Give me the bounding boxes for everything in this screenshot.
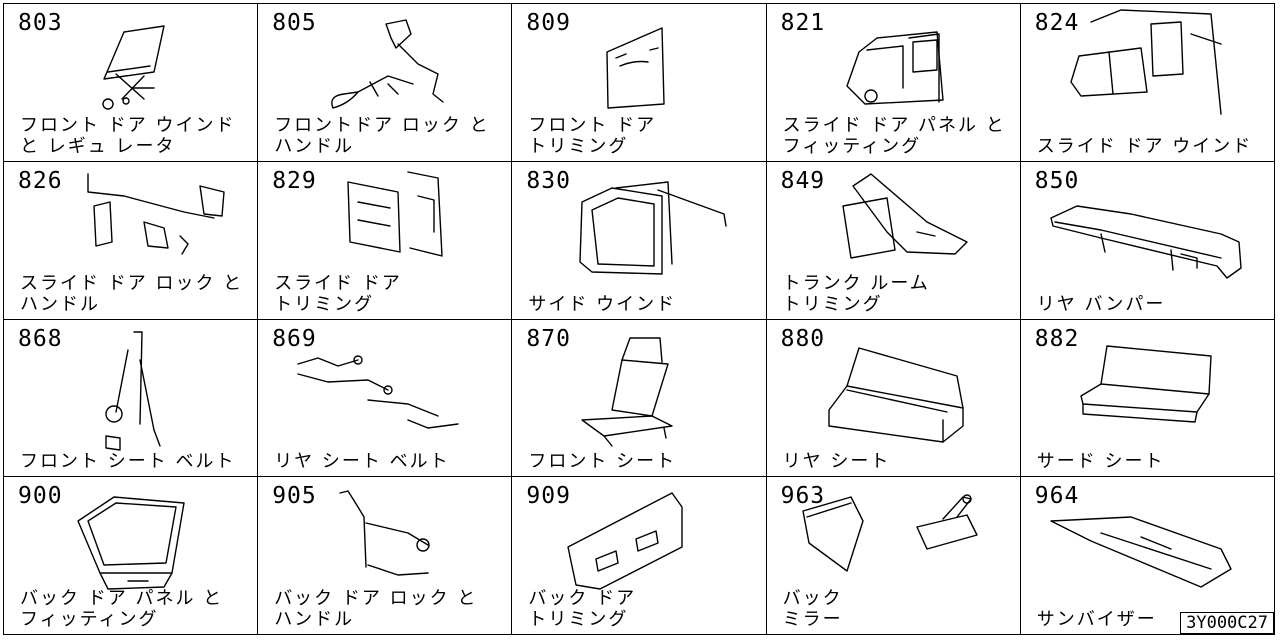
part-label-line1: バック ドア パネル と bbox=[20, 588, 224, 609]
part-number: 963 bbox=[780, 483, 826, 510]
part-label: スライド ドア パネル とフィッティング bbox=[783, 115, 1006, 157]
part-label-line1: スライド ドア ロック と bbox=[20, 272, 244, 294]
part-cell-900[interactable]: 900 バック ドア パネル とフィッティング bbox=[4, 477, 259, 635]
part-label-line2: リヤ バンパー bbox=[1036, 293, 1166, 315]
part-label-line1: バック ドア bbox=[528, 588, 637, 609]
part-cell-905[interactable]: 905 バック ドア ロック とハンドル bbox=[258, 477, 513, 635]
part-label: スライド ドアトリミング bbox=[274, 273, 402, 315]
part-label: バックミラー bbox=[783, 588, 843, 630]
part-number: 964 bbox=[1034, 483, 1080, 510]
part-number: 882 bbox=[1034, 325, 1080, 352]
part-number: 868 bbox=[18, 325, 63, 352]
part-label: バック ドア ロック とハンドル bbox=[274, 588, 477, 630]
part-label-line2: フロント シート bbox=[528, 451, 677, 473]
part-label: バック ドアトリミング bbox=[528, 588, 636, 630]
part-label-line2: トリミング bbox=[528, 135, 629, 157]
part-cell-869[interactable]: 869 リヤ シート ベルト bbox=[258, 319, 513, 478]
part-label: リヤ シート ベルト bbox=[274, 451, 449, 472]
part-label-line2: ハンドル bbox=[274, 609, 355, 630]
part-label: スライド ドア ロック とハンドル bbox=[20, 273, 243, 315]
part-cell-870[interactable]: 870 フロント シート bbox=[512, 319, 767, 478]
part-number: 870 bbox=[526, 325, 571, 352]
part-cell-830[interactable]: 830 サイド ウインド bbox=[512, 161, 767, 320]
part-label-line1: スライド ドア bbox=[274, 272, 402, 294]
part-label-line2: トリミング bbox=[274, 293, 375, 315]
part-label: トランク ルームトリミング bbox=[783, 273, 930, 315]
part-cell-963[interactable]: 963 バックミラー bbox=[766, 477, 1021, 635]
part-cell-829[interactable]: 829 スライド ドアトリミング bbox=[258, 161, 513, 320]
part-number: 824 bbox=[1034, 10, 1080, 36]
part-cell-809[interactable]: 809 フロント ドアトリミング bbox=[512, 4, 767, 162]
part-label-line1: スライド ドア パネル と bbox=[782, 114, 1006, 136]
part-number: 805 bbox=[272, 10, 317, 36]
part-label-line2: サイド ウインド bbox=[528, 293, 677, 315]
part-number: 803 bbox=[18, 10, 63, 36]
part-label: フロント シート ベルト bbox=[20, 451, 235, 472]
part-number: 830 bbox=[526, 167, 571, 194]
part-number: 850 bbox=[1034, 167, 1080, 194]
part-label-line2: トリミング bbox=[782, 293, 883, 315]
part-number: 809 bbox=[526, 10, 571, 36]
part-cell-882[interactable]: 882 サード シート bbox=[1020, 319, 1275, 478]
part-label-line2: ハンドル bbox=[274, 135, 355, 157]
part-label: フロントドア ロック とハンドル bbox=[274, 115, 489, 157]
part-cell-868[interactable]: 868 フロント シート ベルト bbox=[4, 319, 259, 478]
diagram-code: 3Y000C27 bbox=[1180, 612, 1274, 634]
part-label: フロント ドア ウインドと レギュ レータ bbox=[20, 115, 235, 157]
part-cell-803[interactable]: 803 フロント ドア ウインドと レギュ レータ bbox=[4, 4, 259, 162]
part-number: 909 bbox=[526, 483, 571, 510]
part-number: 826 bbox=[18, 167, 63, 194]
part-cell-826[interactable]: 826 スライド ドア ロック とハンドル bbox=[4, 161, 259, 320]
part-number: 821 bbox=[780, 10, 826, 36]
part-label: スライド ドア ウインド bbox=[1037, 136, 1252, 157]
part-label-line1: フロント ドア ウインド bbox=[20, 114, 236, 136]
part-cell-805[interactable]: 805 フロントドア ロック とハンドル bbox=[258, 4, 513, 162]
part-label-line2: フロント シート ベルト bbox=[20, 451, 236, 473]
part-number: 849 bbox=[780, 167, 826, 194]
part-label-line2: サンバイザー bbox=[1036, 609, 1157, 630]
part-label-line2: フィッティング bbox=[20, 609, 159, 630]
part-number: 880 bbox=[780, 325, 826, 352]
part-cell-850[interactable]: 850 リヤ バンパー bbox=[1020, 161, 1275, 320]
part-label-line1: トランク ルーム bbox=[782, 272, 930, 294]
part-cell-880[interactable]: 880 リヤ シート bbox=[766, 319, 1021, 478]
part-label-line1: フロントドア ロック と bbox=[274, 114, 490, 136]
part-label-line1: バック bbox=[782, 588, 843, 609]
part-label-line1: バック ドア ロック と bbox=[274, 588, 478, 609]
part-number: 900 bbox=[18, 483, 63, 510]
part-label: サンバイザー bbox=[1037, 609, 1157, 630]
part-label: リヤ バンパー bbox=[1037, 294, 1166, 315]
part-cell-821[interactable]: 821 スライド ドア パネル とフィッティング bbox=[766, 4, 1021, 162]
part-label-line2: トリミング bbox=[528, 609, 629, 630]
part-label: サード シート bbox=[1037, 451, 1165, 472]
part-number: 869 bbox=[272, 325, 317, 352]
part-cell-849[interactable]: 849 トランク ルームトリミング bbox=[766, 161, 1021, 320]
part-label: バック ドア パネル とフィッティング bbox=[20, 588, 223, 630]
part-label: リヤ シート bbox=[783, 451, 891, 472]
part-label: フロント ドアトリミング bbox=[528, 115, 656, 157]
part-label: フロント シート bbox=[528, 451, 676, 472]
part-label-line2: サード シート bbox=[1036, 451, 1165, 473]
part-label-line2: ミラー bbox=[782, 609, 843, 630]
part-label: サイド ウインド bbox=[528, 294, 676, 315]
part-label-line2: スライド ドア ウインド bbox=[1036, 135, 1253, 157]
part-label-line1: フロント ドア bbox=[528, 114, 657, 136]
part-cell-824[interactable]: 824 スライド ドア ウインド bbox=[1020, 4, 1275, 162]
part-label-line2: ハンドル bbox=[20, 293, 100, 315]
part-label-line2: と レギュ レータ bbox=[20, 135, 176, 157]
part-cell-909[interactable]: 909 バック ドアトリミング bbox=[512, 477, 767, 635]
part-number: 829 bbox=[272, 167, 317, 194]
part-label-line2: リヤ シート bbox=[782, 451, 891, 473]
part-number: 905 bbox=[272, 483, 317, 510]
part-label-line2: フィッティング bbox=[782, 135, 922, 157]
part-label-line2: リヤ シート ベルト bbox=[274, 451, 450, 473]
